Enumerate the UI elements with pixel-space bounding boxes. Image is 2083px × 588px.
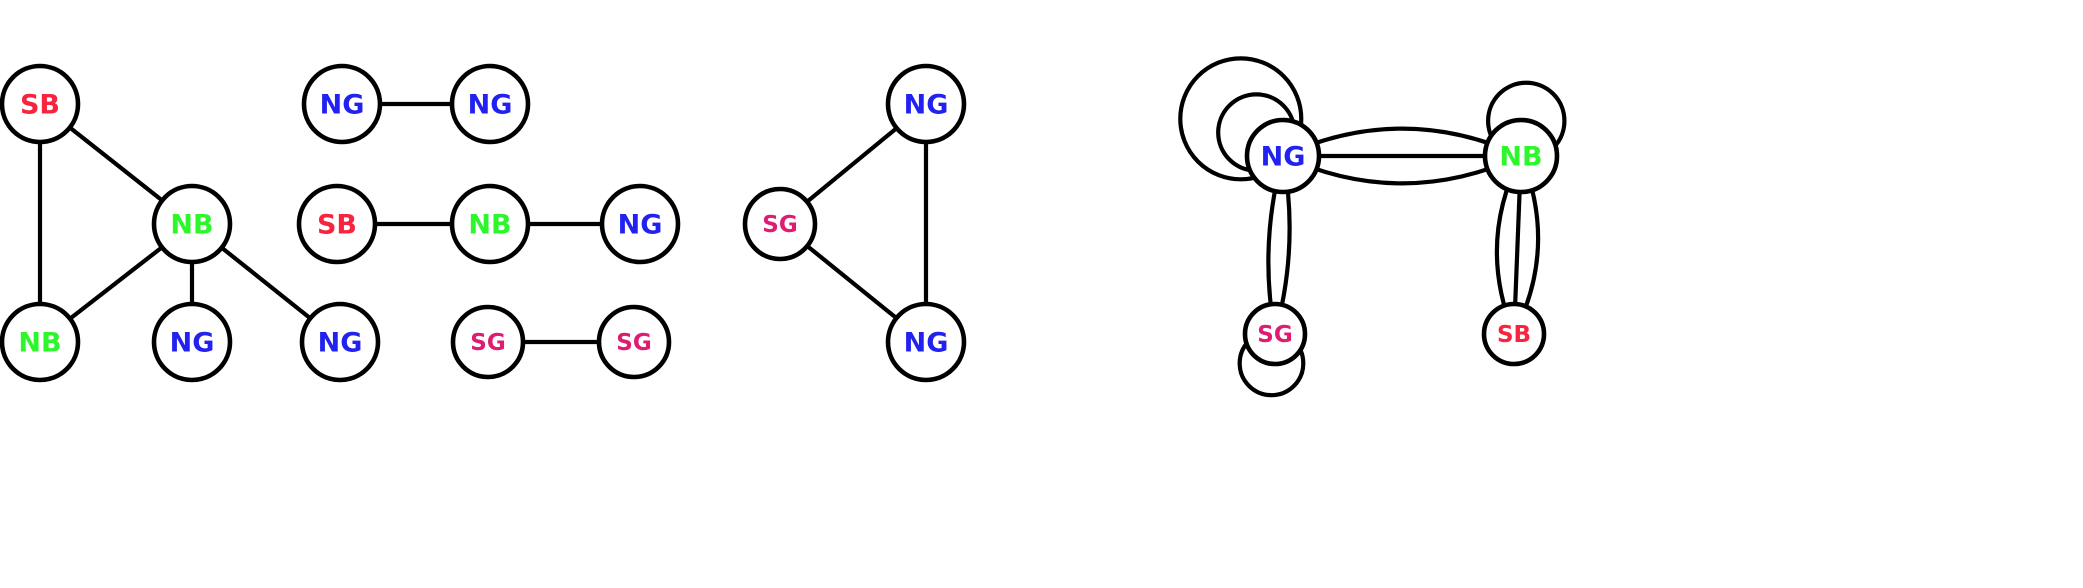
node-circle[interactable] bbox=[596, 304, 672, 380]
node-label: NB bbox=[468, 210, 511, 241]
node-label: NG bbox=[618, 210, 663, 241]
node-circle[interactable] bbox=[450, 304, 526, 380]
node-label: NG bbox=[904, 328, 949, 359]
node-circle[interactable] bbox=[449, 183, 531, 265]
node-circle[interactable] bbox=[1242, 301, 1308, 367]
node-circle[interactable] bbox=[0, 63, 81, 145]
graph-node[interactable]: SB bbox=[296, 183, 378, 265]
node-label: SG bbox=[470, 330, 505, 356]
graph-node[interactable]: NB bbox=[1482, 117, 1560, 195]
graph-node[interactable]: SB bbox=[1481, 301, 1547, 367]
node-circle[interactable] bbox=[1481, 301, 1547, 367]
graph-node[interactable]: SB bbox=[0, 63, 81, 145]
graph-node[interactable]: SG bbox=[1242, 301, 1308, 367]
node-label: NG bbox=[1261, 142, 1306, 173]
graph-node[interactable]: NG bbox=[885, 301, 967, 383]
graph-node[interactable]: NG bbox=[1244, 117, 1322, 195]
graph-node[interactable]: NG bbox=[449, 63, 531, 145]
graph-node[interactable]: NG bbox=[151, 301, 233, 383]
node-circle[interactable] bbox=[301, 63, 383, 145]
node-circle[interactable] bbox=[151, 183, 233, 265]
node-circle[interactable] bbox=[599, 183, 681, 265]
node-circle[interactable] bbox=[299, 301, 381, 383]
graph-node[interactable]: NB bbox=[0, 301, 81, 383]
node-label: SB bbox=[1497, 322, 1531, 348]
node-circle[interactable] bbox=[1244, 117, 1322, 195]
node-circle[interactable] bbox=[449, 63, 531, 145]
graph-node[interactable]: NG bbox=[301, 63, 383, 145]
self-loop-edge bbox=[1178, 56, 1304, 182]
node-label: SB bbox=[20, 90, 60, 121]
node-circle[interactable] bbox=[1482, 117, 1560, 195]
node-circle[interactable] bbox=[885, 301, 967, 383]
graph-node[interactable]: NB bbox=[449, 183, 531, 265]
node-label: SG bbox=[616, 330, 651, 356]
graph-node[interactable]: NG bbox=[299, 301, 381, 383]
node-label: NG bbox=[904, 90, 949, 121]
graph-node[interactable]: NG bbox=[599, 183, 681, 265]
node-label: NG bbox=[170, 328, 215, 359]
node-label: NB bbox=[170, 210, 213, 241]
node-label: NG bbox=[320, 90, 365, 121]
graph-node[interactable]: NG bbox=[885, 63, 967, 145]
node-circle[interactable] bbox=[885, 63, 967, 145]
node-circle[interactable] bbox=[151, 301, 233, 383]
node-circle[interactable] bbox=[296, 183, 378, 265]
graph-node[interactable]: SG bbox=[450, 304, 526, 380]
graph-node[interactable]: SG bbox=[596, 304, 672, 380]
node-label: SG bbox=[762, 212, 797, 238]
graph-node[interactable]: NB bbox=[151, 183, 233, 265]
node-label: SB bbox=[317, 210, 357, 241]
node-label: SG bbox=[1257, 322, 1292, 348]
node-circle[interactable] bbox=[0, 301, 81, 383]
node-label: NB bbox=[1499, 142, 1542, 173]
node-label: NB bbox=[18, 328, 61, 359]
nodes-layer: SB NB NB NG NG NG NG SB NB NG SG SG NG SG NG NG NB SG SB bbox=[0, 63, 1560, 383]
node-label: NG bbox=[468, 90, 513, 121]
node-label: NG bbox=[318, 328, 363, 359]
graph-node[interactable]: SG bbox=[742, 186, 818, 262]
node-circle[interactable] bbox=[742, 186, 818, 262]
